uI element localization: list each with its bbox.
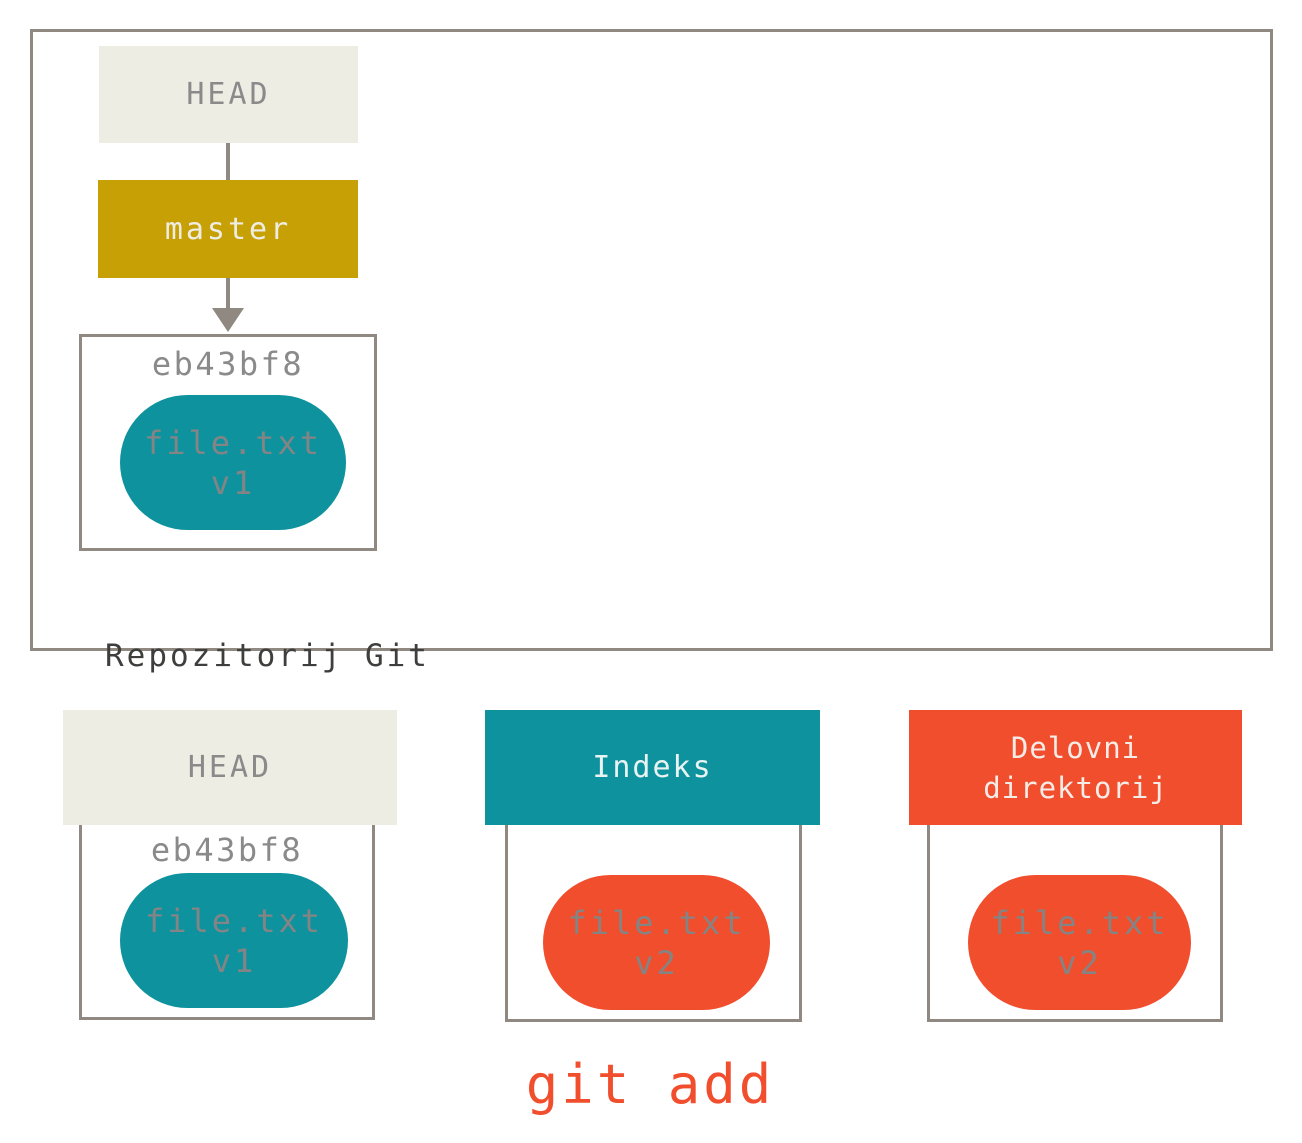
head-ref-box: HEAD xyxy=(99,46,358,143)
master-branch-label: master xyxy=(164,211,292,247)
workdir-area-header: Delovni direktorij xyxy=(909,710,1242,825)
workdir-area-file-blob: file.txt v2 xyxy=(968,875,1191,1010)
blob-file-name: file.txt xyxy=(144,901,324,940)
blob-file-name: file.txt xyxy=(143,423,323,462)
head-to-master-line xyxy=(226,143,230,180)
head-area-header-label: HEAD xyxy=(187,750,273,785)
head-area-box: eb43bf8 file.txt v1 xyxy=(79,818,375,1020)
workdir-area-header-line1: Delovni xyxy=(1010,730,1141,765)
index-area-header: Indeks xyxy=(485,710,820,825)
repository-label: Repozitorij Git xyxy=(105,638,430,674)
blob-file-version: v2 xyxy=(1057,943,1102,982)
blob-file-version: v2 xyxy=(634,943,679,982)
blob-file-name: file.txt xyxy=(990,903,1169,942)
workdir-area-header-line2: direktorij xyxy=(983,770,1168,805)
index-area-header-label: Indeks xyxy=(592,750,713,785)
head-ref-label: HEAD xyxy=(186,77,271,112)
arrow-down-icon xyxy=(212,308,244,332)
commit-box: eb43bf8 file.txt v1 xyxy=(79,334,377,551)
index-area-file-blob: file.txt v2 xyxy=(543,875,770,1010)
head-area-file-blob: file.txt v1 xyxy=(120,873,348,1008)
index-area-box: file.txt v2 xyxy=(505,818,802,1022)
blob-file-version: v1 xyxy=(210,463,256,502)
head-area-header: HEAD xyxy=(63,710,397,825)
blob-file-version: v1 xyxy=(211,941,257,980)
workdir-area-box: file.txt v2 xyxy=(927,818,1223,1022)
git-add-caption: git add xyxy=(525,1053,775,1116)
head-area-commit-hash: eb43bf8 xyxy=(150,831,304,869)
master-to-commit-line xyxy=(226,278,230,310)
master-branch-box: master xyxy=(98,180,358,278)
commit-hash: eb43bf8 xyxy=(151,345,305,383)
file-blob-v1: file.txt v1 xyxy=(120,395,346,530)
blob-file-name: file.txt xyxy=(567,903,746,942)
